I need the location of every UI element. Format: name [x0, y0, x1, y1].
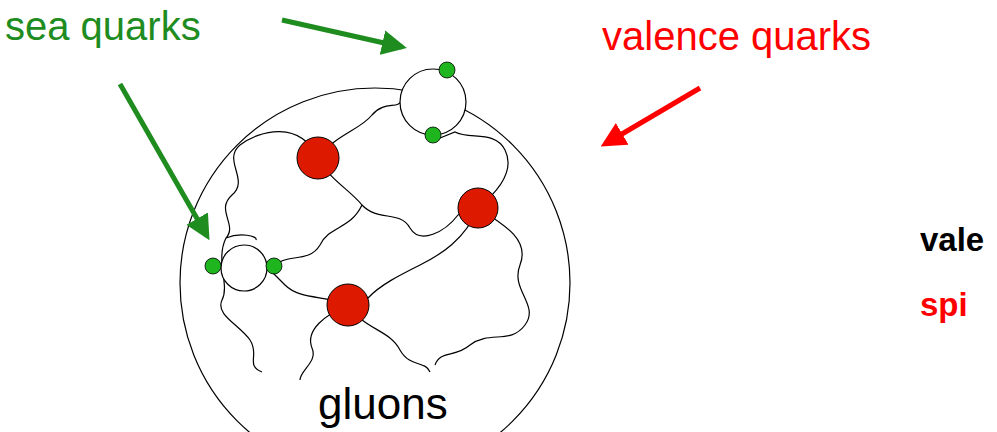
gluon-lines [221, 100, 530, 380]
sea-quark-loops [205, 62, 466, 291]
cut-text-label: vale [918, 222, 986, 258]
cut-text-label: spi [918, 287, 970, 323]
valence-quarks-label: valence quarks [600, 14, 873, 58]
sea-quarks-label: sea quarks [3, 4, 203, 48]
proton-outline [180, 88, 570, 432]
gluons-label: gluons [316, 380, 450, 428]
valence-quarks [297, 137, 498, 326]
